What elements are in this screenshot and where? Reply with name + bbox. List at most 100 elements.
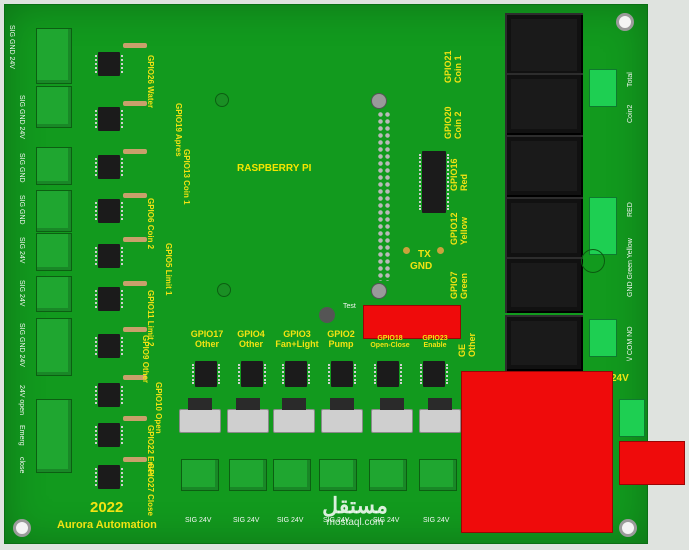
out-terminal-4 bbox=[319, 459, 357, 491]
resistor-l5 bbox=[123, 237, 147, 242]
output-ic-6 bbox=[420, 361, 448, 387]
out-terminal-3 bbox=[273, 459, 311, 491]
left-pins-4: SIG GND bbox=[18, 195, 25, 225]
gpio10-label: GPIO10 Open bbox=[154, 382, 163, 434]
gpio13-label: GPIO13 Coin 1 bbox=[182, 149, 191, 205]
output-ic-1 bbox=[192, 361, 220, 387]
mosfet-3 bbox=[273, 398, 315, 433]
opto-ic-7 bbox=[95, 334, 123, 358]
out-pins-6: SIG 24V bbox=[423, 517, 450, 524]
gnd-label: GND bbox=[410, 261, 433, 272]
opto-ic-3 bbox=[95, 155, 123, 179]
gpio6-label: GPIO6 Coin 2 bbox=[146, 198, 155, 250]
relay-3 bbox=[505, 135, 583, 197]
opto-ic-10 bbox=[95, 465, 123, 489]
out-pins-4: SIG 24V bbox=[323, 517, 350, 524]
resistor-l3 bbox=[123, 149, 147, 154]
center-ic bbox=[419, 151, 449, 213]
right-terminal-2 bbox=[589, 197, 617, 255]
resistor-l4 bbox=[123, 193, 147, 198]
left-terminal-8 bbox=[36, 399, 72, 473]
resistor-l9 bbox=[123, 416, 147, 421]
left-pins-5: SIG 24V bbox=[18, 237, 25, 264]
mosfet-1 bbox=[179, 398, 221, 433]
mounting-hole-bottom-right bbox=[619, 519, 637, 537]
power-terminal bbox=[619, 399, 645, 437]
mosfet-4 bbox=[321, 398, 363, 433]
out-terminal-2 bbox=[229, 459, 267, 491]
gpio27-label: GPIO27 Close bbox=[146, 463, 155, 516]
opto-ic-4 bbox=[95, 199, 123, 223]
left-pins-7: SIG GND 24V bbox=[18, 323, 25, 367]
watermark-sub: mostaql.com bbox=[326, 517, 384, 528]
gnd-pin bbox=[437, 247, 444, 254]
left-terminal-5 bbox=[36, 233, 72, 271]
right-label-colors: GND Green Yellow bbox=[627, 238, 634, 297]
output-ic-5 bbox=[374, 361, 402, 387]
opto-ic-1 bbox=[95, 52, 123, 76]
test-label: Test bbox=[343, 303, 356, 310]
small-pad-2 bbox=[217, 283, 231, 297]
relay-5 bbox=[505, 257, 583, 313]
output-ic-3 bbox=[282, 361, 310, 387]
mosfet-2 bbox=[227, 398, 269, 433]
opto-ic-9 bbox=[95, 423, 123, 447]
opto-ic-5 bbox=[95, 244, 123, 268]
watermark: مستقل mostaql.com bbox=[305, 493, 405, 529]
opto-ic-8 bbox=[95, 383, 123, 407]
out-pins-2: SIG 24V bbox=[233, 517, 260, 524]
relay-4 bbox=[505, 197, 583, 259]
out-pins-1: SIG 24V bbox=[185, 517, 212, 524]
brand-label: Aurora Automation bbox=[57, 519, 157, 531]
out-terminal-1 bbox=[181, 459, 219, 491]
pcb-board: SIG GND 24V SIG GND 24V SIG GND SIG GND … bbox=[4, 4, 685, 544]
left-pins-8: 24V open bbox=[18, 385, 25, 415]
right-terminal-3 bbox=[589, 319, 617, 357]
right-label-red: RED bbox=[627, 202, 634, 217]
header-hole-top bbox=[371, 93, 387, 109]
right-label-coin2: Coin2 bbox=[627, 104, 634, 123]
watermark-main: مستقل bbox=[322, 493, 388, 518]
resistor-l6 bbox=[123, 281, 147, 286]
redaction-block-large bbox=[461, 371, 613, 533]
left-pins-9: Emerg bbox=[18, 425, 25, 446]
right-terminal-1 bbox=[589, 69, 617, 107]
resistor-l1 bbox=[123, 43, 147, 48]
test-button bbox=[319, 307, 335, 323]
opto-ic-6 bbox=[95, 287, 123, 311]
out-terminal-6 bbox=[419, 459, 457, 491]
gpio26-label: GPIO26 Water bbox=[146, 55, 155, 109]
year-label: 2022 bbox=[90, 499, 124, 516]
relay-2 bbox=[505, 73, 583, 135]
left-pins-1: SIG GND 24V bbox=[8, 25, 15, 69]
out-terminal-5 bbox=[369, 459, 407, 491]
mosfet-6 bbox=[419, 398, 461, 433]
mounting-hole-top-right bbox=[616, 13, 634, 31]
opto-ic-2 bbox=[95, 107, 123, 131]
left-terminal-1 bbox=[36, 28, 72, 84]
output-ic-2 bbox=[238, 361, 266, 387]
left-terminal-3 bbox=[36, 147, 72, 185]
left-terminal-4 bbox=[36, 190, 72, 232]
gpio9-label: GPIO9 Other bbox=[141, 335, 150, 384]
right-label-total: Total bbox=[627, 72, 634, 87]
gpio5-label: GPIO5 Limit 1 bbox=[164, 243, 173, 296]
tx-pin bbox=[403, 247, 410, 254]
mounting-hole-bottom-left bbox=[13, 519, 31, 537]
relay-1 bbox=[505, 13, 583, 77]
right-capacitor bbox=[581, 249, 605, 273]
resistor-l8 bbox=[123, 375, 147, 380]
redaction-block-edge bbox=[619, 441, 685, 485]
redaction-block-small bbox=[363, 305, 461, 339]
relay-6 bbox=[505, 315, 583, 371]
